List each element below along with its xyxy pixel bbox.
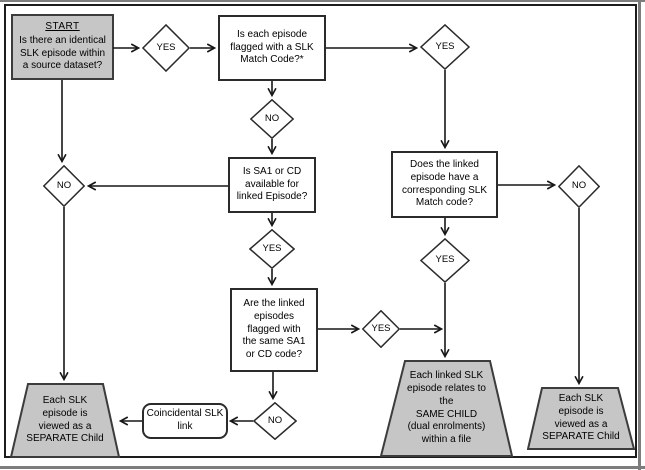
- start-question: Is there an identical SLK episode within…: [19, 34, 106, 72]
- outcome-separate-child-right-text: Each SLK episode is viewed as a SEPARATE…: [542, 392, 620, 443]
- question-sa1-available: Is SA1 or CD available for linked Episod…: [228, 157, 316, 213]
- decision-no-same-code: NO: [253, 402, 297, 440]
- question-same-sa1-code: Are the linked episodes flagged with the…: [230, 288, 318, 372]
- decision-yes-start: YES: [142, 24, 190, 72]
- decision-no-sa1: NO: [43, 165, 85, 207]
- coincidental-link-text: Coincidental SLK link: [146, 408, 224, 432]
- decision-label: YES: [156, 41, 176, 53]
- start-title: START: [45, 20, 80, 32]
- flowchart-border: [4, 4, 637, 458]
- trapezoid-shape: [10, 383, 120, 458]
- diamond-shape: [249, 229, 295, 269]
- question-sa1-available-text: Is SA1 or CD available for linked Episod…: [236, 165, 308, 203]
- diamond-shape: [43, 165, 85, 207]
- decision-yes-linked-match: YES: [420, 238, 470, 283]
- decision-no-flagged: NO: [250, 99, 294, 139]
- page-edge-bottom: [0, 466, 645, 469]
- decision-no-linked-match: NO: [558, 165, 600, 208]
- question-linked-match-code-text: Does the linked episode have a correspon…: [401, 158, 488, 209]
- page-edge-right: [638, 0, 641, 470]
- decision-label: NO: [56, 179, 72, 191]
- outcome-separate-child-right: Each SLK episode is viewed as a SEPARATE…: [527, 387, 635, 450]
- diamond-shape: [250, 99, 294, 139]
- decision-label: YES: [262, 242, 282, 254]
- diamond-shape: [362, 310, 400, 348]
- question-linked-match-code: Does the linked episode have a correspon…: [391, 151, 498, 218]
- question-episode-flagged-text: Is each episode flagged with a SLK Match…: [230, 28, 314, 66]
- decision-label: YES: [435, 254, 455, 266]
- decision-label: NO: [267, 414, 283, 426]
- outcome-separate-child-left: Each SLK episode is viewed as a SEPARATE…: [10, 383, 120, 458]
- decision-yes-sa1: YES: [249, 229, 295, 269]
- trapezoid-shape: [380, 360, 513, 457]
- decision-label: YES: [435, 40, 455, 52]
- decision-yes-same-code: YES: [362, 310, 400, 348]
- trapezoid-shape: [527, 387, 635, 450]
- decision-yes-flagged: YES: [420, 24, 470, 70]
- page-edge-top: [0, 0, 645, 2]
- decision-label: YES: [371, 322, 391, 334]
- outcome-separate-child-left-text: Each SLK episode is viewed as a SEPARATE…: [26, 394, 104, 445]
- diamond-shape: [420, 238, 470, 283]
- start-node: START Is there an identical SLK episode …: [11, 14, 114, 80]
- outcome-same-child: Each linked SLK episode relates to the S…: [380, 360, 513, 457]
- diamond-shape: [253, 402, 297, 440]
- decision-label: NO: [571, 180, 587, 192]
- outcome-same-child-text: Each linked SLK episode relates to the S…: [407, 370, 486, 446]
- diamond-shape: [142, 24, 190, 72]
- decision-label: NO: [264, 112, 280, 124]
- diamond-shape: [420, 24, 470, 70]
- question-same-sa1-code-text: Are the linked episodes flagged with the…: [242, 298, 306, 361]
- diamond-shape: [558, 165, 600, 208]
- coincidental-link-node: Coincidental SLK link: [142, 403, 228, 439]
- question-episode-flagged: Is each episode flagged with a SLK Match…: [218, 15, 326, 81]
